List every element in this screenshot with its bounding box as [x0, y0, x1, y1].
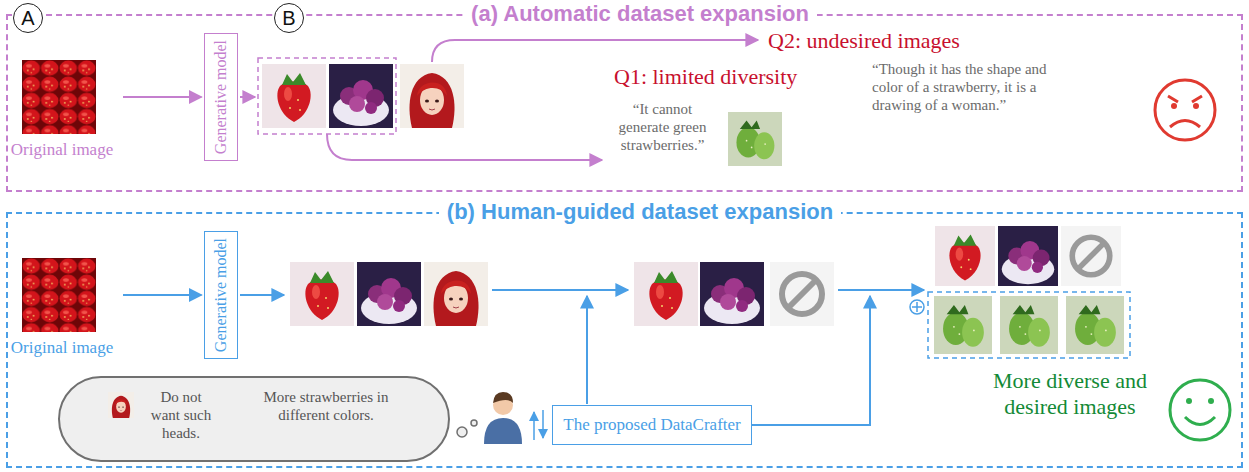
step-letter: B	[282, 7, 295, 29]
thought-text: Do not want such heads.	[146, 388, 216, 442]
image-caption: Original image	[4, 338, 120, 358]
issue-heading: Q1: limited diversity	[614, 64, 874, 90]
group-bracket	[258, 58, 396, 134]
flow-arrow	[123, 96, 201, 98]
new-photo	[1000, 296, 1058, 354]
result-photo	[998, 226, 1058, 286]
new-photo	[1066, 296, 1124, 354]
bubble-thumbnail	[108, 391, 134, 419]
process-label: The proposed DataCrafter	[563, 414, 740, 436]
callout-arrow	[432, 40, 758, 62]
label-holder: “It cannot generate green strawberries.”	[610, 100, 715, 154]
bubble-tail	[457, 420, 477, 437]
flow-arrow	[123, 294, 201, 296]
green-strawberry-photo	[728, 112, 782, 166]
label-holder: More diverse and desired images	[975, 368, 1165, 421]
image-node: Original image	[4, 58, 120, 160]
generated-photo	[357, 262, 421, 326]
result-photo	[935, 226, 995, 286]
sad-face	[1155, 80, 1215, 140]
label-holder: “Though it has the shape and color of a …	[872, 60, 1077, 114]
panel-title: (a) Automatic dataset expansion	[463, 0, 817, 28]
step-letter: A	[21, 7, 34, 29]
original-photo	[22, 258, 96, 332]
model-label: Generative model	[211, 238, 230, 352]
flow-arrow	[838, 289, 924, 291]
thought-text: More strawberries in different colors.	[256, 388, 396, 424]
process-box: The proposed DataCrafter	[552, 405, 751, 445]
group-bracket	[928, 292, 1130, 358]
person-icon	[484, 392, 522, 444]
generated-photo	[424, 262, 488, 326]
label-holder: Q2: undesired images	[768, 28, 1038, 54]
model-box: Generative model	[204, 33, 237, 161]
thought-bubble: Do not want such heads. More strawberries…	[58, 376, 450, 462]
feedback-arrow	[740, 296, 870, 425]
flow-arrow	[492, 289, 628, 291]
model-box: Generative model	[204, 231, 237, 359]
callout-arrow	[327, 134, 602, 160]
removed-photo	[770, 262, 834, 326]
panel-b-illustration	[22, 226, 1230, 444]
flow-arrow	[240, 294, 284, 296]
new-photo	[934, 296, 992, 354]
image-node: Original image	[4, 256, 120, 358]
flow-arrow	[240, 96, 255, 98]
exchange-arrows	[534, 410, 543, 440]
original-photo	[22, 60, 96, 134]
step-marker: B	[274, 3, 304, 33]
issue-heading: Q2: undesired images	[768, 28, 1038, 54]
generated-photo	[262, 64, 326, 128]
generated-photo	[329, 64, 393, 128]
plus-symbol	[910, 300, 924, 314]
issue-quote: “Though it has the shape and color of a …	[872, 60, 1077, 114]
removed-photo	[1061, 226, 1121, 286]
panel-frame: (a) Automatic dataset expansionAOriginal…	[6, 14, 1243, 192]
label-holder: Q1: limited diversity	[614, 64, 874, 90]
generated-photo	[400, 64, 464, 128]
panel-a-illustration	[22, 40, 1215, 166]
filtered-photo	[634, 262, 698, 326]
generated-photo	[290, 262, 354, 326]
panel-frame: (b) Human-guided dataset expansionOrigin…	[6, 212, 1243, 468]
filtered-photo	[700, 262, 764, 326]
image-caption: Original image	[4, 140, 120, 160]
happy-face	[1170, 380, 1230, 440]
feedback-arrow	[586, 296, 588, 404]
issue-quote: “It cannot generate green strawberries.”	[610, 100, 715, 154]
step-marker: A	[13, 3, 43, 33]
result-caption: More diverse and desired images	[975, 368, 1165, 421]
panel-title: (b) Human-guided dataset expansion	[439, 198, 841, 226]
model-label: Generative model	[211, 40, 230, 154]
